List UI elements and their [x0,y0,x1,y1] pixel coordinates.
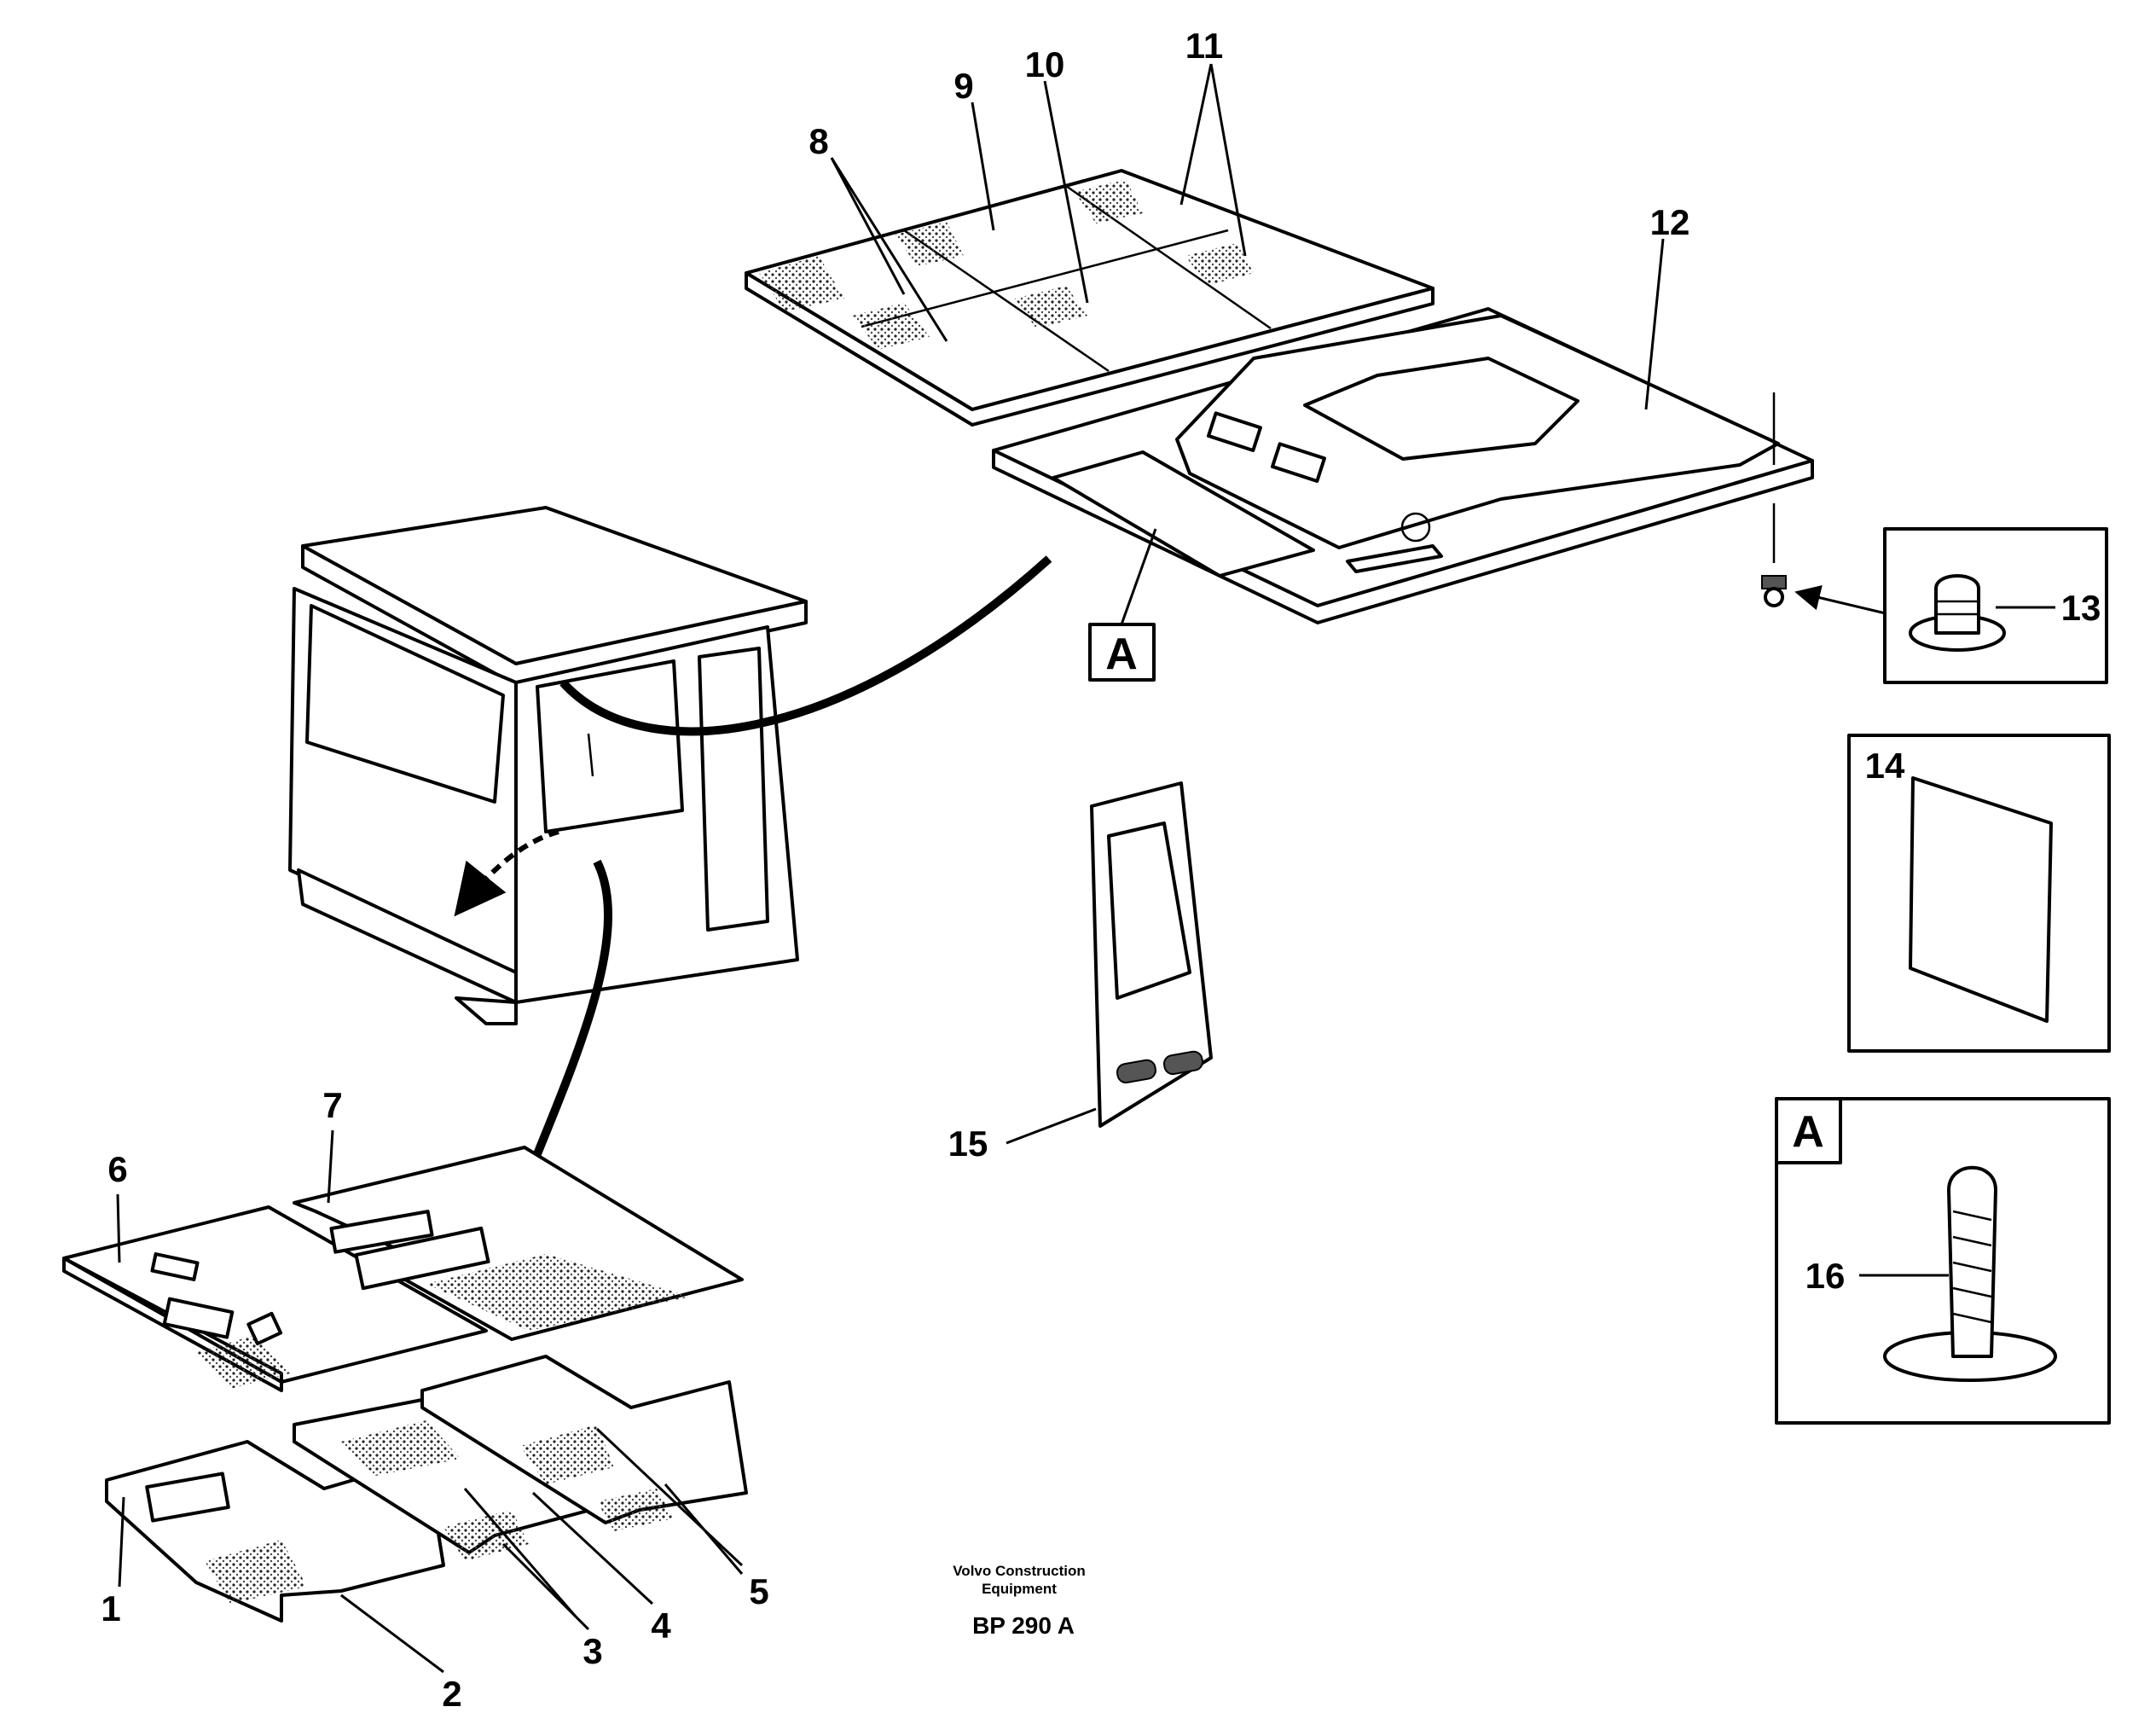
callout-16: 16 [1805,1256,1846,1296]
detail-a-label-roof: A [1105,630,1138,679]
callout-1: 1 [101,1588,120,1628]
detail-a-label-box: A [1792,1107,1824,1157]
callout-3: 3 [582,1631,602,1671]
callout-12: 12 [1650,202,1690,242]
callout-5: 5 [749,1571,768,1611]
figure-code: BP 290 A [972,1612,1075,1639]
detail-13-pointer-arrow [1794,584,1890,616]
floor-mats-lower [105,1355,748,1623]
publisher-line-1: Volvo Construction [953,1563,1086,1579]
callout-2: 2 [442,1674,461,1714]
callout-4: 4 [651,1605,671,1646]
cab-body [288,506,808,1025]
callout-leader-lines [116,63,2055,1674]
callout-7: 7 [322,1085,342,1125]
roof-liner-shell [992,307,1814,624]
callout-9: 9 [953,66,973,106]
callout-11: 11 [1185,26,1223,66]
callout-15: 15 [948,1123,988,1164]
floor-mats-upper [62,1146,744,1392]
detail-a-marker [1088,528,1157,682]
detail-box-16 [1775,1097,2111,1425]
callout-13: 13 [2061,588,2101,628]
detail-box-13 [1883,527,2108,684]
publisher-line-2: Equipment [982,1581,1057,1597]
assembly-leader-curves [454,555,1052,1166]
callout-14: 14 [1865,746,1905,786]
callout-6: 6 [107,1149,127,1189]
roof-headliner-panels [745,169,1434,427]
callout-10: 10 [1025,44,1065,84]
cab-door [1090,781,1213,1128]
detail-box-14 [1847,734,2111,1053]
callout-8: 8 [808,121,828,161]
